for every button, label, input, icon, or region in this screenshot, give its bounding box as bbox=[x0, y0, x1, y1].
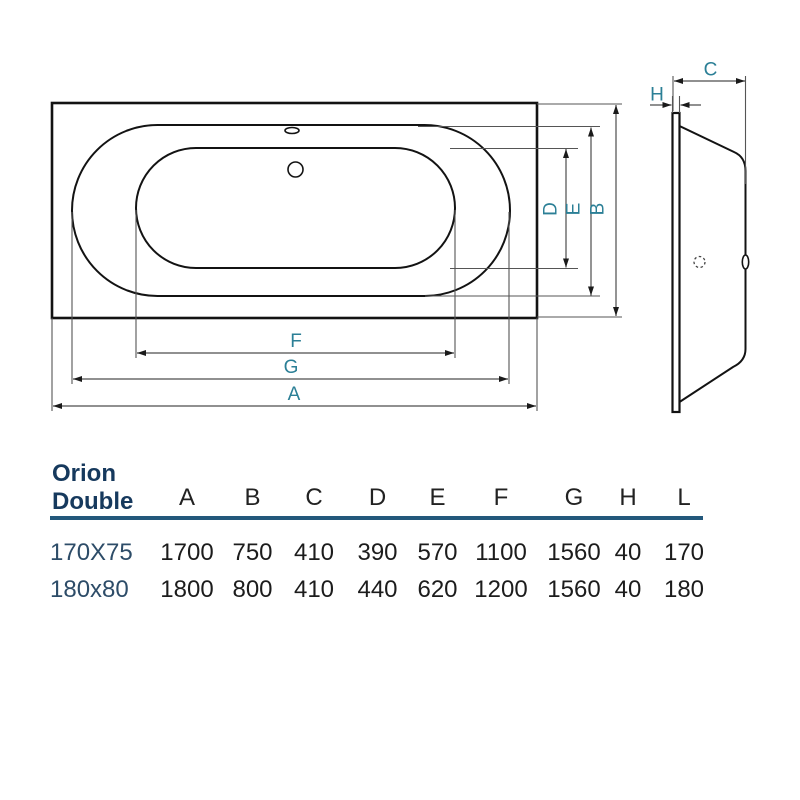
dim-label-f: F bbox=[290, 331, 302, 352]
dim-label-h: H bbox=[650, 85, 664, 106]
table-cell: 750 bbox=[232, 539, 273, 566]
table-cell: 40 bbox=[614, 576, 642, 603]
product-name-line1: Orion bbox=[52, 460, 116, 487]
table-cell: 1560 bbox=[547, 539, 601, 566]
bathtub-side-view: C H bbox=[650, 60, 750, 414]
side-extension-lines bbox=[671, 76, 747, 184]
table-cell: 1700 bbox=[160, 539, 214, 566]
table-cell: 410 bbox=[293, 539, 335, 566]
column-header: A bbox=[178, 484, 195, 511]
overflow-hole bbox=[284, 126, 300, 135]
side-dimension-lines bbox=[650, 78, 745, 108]
dimension-lines bbox=[53, 105, 619, 409]
column-header: C bbox=[305, 484, 323, 511]
tub-rim-edge bbox=[671, 111, 681, 414]
table-cell: 390 bbox=[357, 539, 398, 566]
drain-hole bbox=[287, 161, 304, 178]
model-label: 180x80 bbox=[50, 576, 129, 603]
dim-label-b: B bbox=[588, 203, 609, 216]
table-cell: 1560 bbox=[547, 576, 601, 603]
table-cell: 410 bbox=[293, 576, 335, 603]
table-cell: 440 bbox=[357, 576, 398, 603]
column-header: D bbox=[368, 484, 387, 511]
model-label: 170X75 bbox=[50, 539, 133, 566]
drain-hole-hidden bbox=[693, 255, 706, 269]
table-cell: 800 bbox=[232, 576, 273, 603]
column-header: H bbox=[619, 484, 637, 511]
table-cell: 570 bbox=[417, 539, 458, 566]
table-cell: 170 bbox=[663, 539, 705, 566]
column-header: B bbox=[244, 484, 261, 511]
column-header: L bbox=[677, 484, 691, 511]
tub-basin bbox=[135, 147, 456, 269]
dim-label-c: C bbox=[704, 60, 718, 81]
technical-drawing: D E B F G A C H bbox=[50, 60, 750, 414]
dim-label-e: E bbox=[564, 203, 585, 216]
table-cell: 1800 bbox=[160, 576, 214, 603]
product-name-line2: Double bbox=[52, 488, 134, 515]
table-cell: 1100 bbox=[475, 539, 527, 566]
table-row: 170X75 1700 750 410 390 570 1100 1560 40… bbox=[50, 541, 718, 565]
dim-label-g: G bbox=[284, 357, 299, 378]
bathtub-top-view: D E B F G A bbox=[50, 101, 622, 411]
column-header-row: A B C D E F G H L bbox=[50, 486, 718, 510]
table-row: 180x80 1800 800 410 440 620 1200 1560 40… bbox=[50, 578, 718, 602]
column-header: G bbox=[564, 484, 584, 511]
table-cell: 1200 bbox=[474, 576, 528, 603]
header-spacer bbox=[50, 486, 157, 510]
dim-label-a: A bbox=[288, 384, 301, 405]
table-cell: 620 bbox=[417, 576, 458, 603]
overflow-hole-side bbox=[741, 254, 750, 270]
dim-label-d: D bbox=[541, 202, 562, 216]
column-header: E bbox=[429, 484, 446, 511]
product-name: Orion Double bbox=[52, 460, 133, 516]
table-cell: 40 bbox=[614, 539, 642, 566]
tub-profile bbox=[678, 125, 747, 403]
header-rule bbox=[50, 516, 703, 520]
table-cell: 180 bbox=[663, 576, 705, 603]
column-header: F bbox=[493, 484, 509, 511]
extension-lines bbox=[51, 103, 622, 411]
